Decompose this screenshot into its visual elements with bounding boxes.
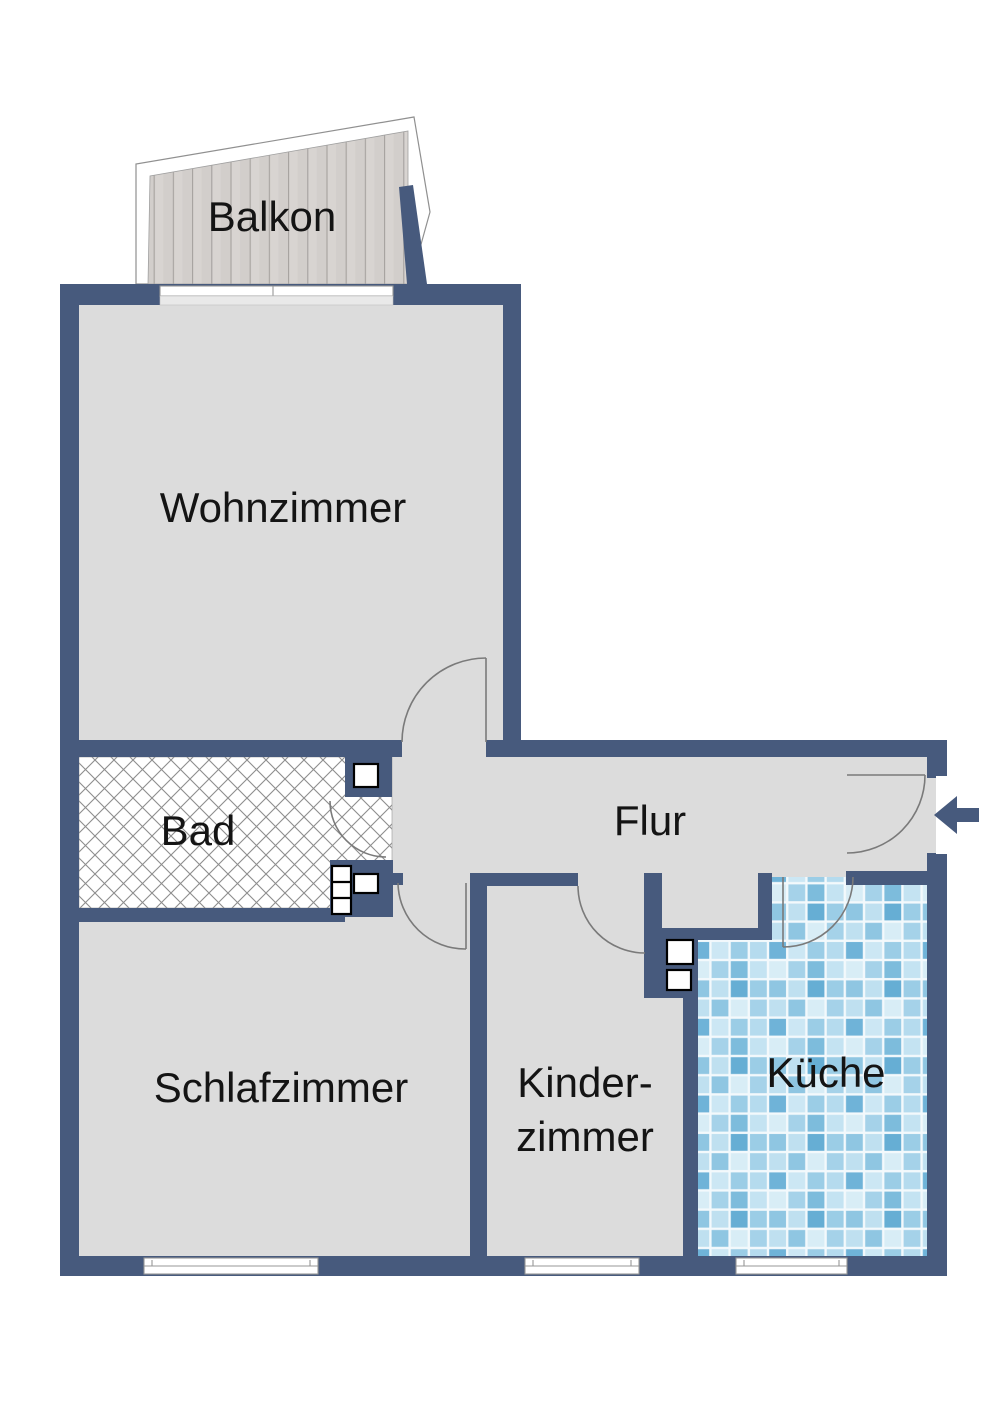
flur-kueche-wall — [662, 928, 772, 940]
entrance-arrow-icon — [934, 796, 979, 834]
left-outer-wall — [60, 284, 79, 1276]
bad-shaft-stack — [330, 864, 353, 916]
balcony-return-wall — [399, 185, 427, 284]
right-outer-wall-lower — [927, 853, 947, 1276]
kinderzimmer-door — [577, 885, 646, 954]
fixtures — [330, 762, 695, 992]
room-label-balkon: Balkon — [208, 193, 336, 240]
bad-door-jamb — [392, 873, 403, 885]
kinderzimmer-top-wall — [470, 873, 578, 886]
flur-top-wall — [486, 740, 947, 757]
walls — [60, 185, 947, 1276]
room-label-wohnzimmer: Wohnzimmer — [160, 484, 407, 531]
wohnzimmer-right-wall — [503, 305, 521, 757]
shaft-left-wall — [644, 873, 662, 998]
entrance-door — [846, 774, 926, 854]
room-label-schlafzimmer: Schlafzimmer — [154, 1064, 408, 1111]
outside-area — [521, 284, 947, 740]
kueche-door-jamb — [758, 873, 772, 940]
room-labels: Balkon Wohnzimmer Bad Flur Schlafzimmer … — [154, 193, 886, 1160]
kinderzimmer-left-wall — [470, 873, 487, 1256]
room-label-bad: Bad — [161, 807, 236, 854]
kinderzimmer-kueche-wall — [683, 995, 698, 1256]
kueche-shaft-box-1 — [665, 938, 695, 966]
kinderzimmer-window — [524, 1257, 640, 1275]
room-label-flur: Flur — [614, 797, 686, 844]
kueche-floor-topright — [846, 885, 927, 941]
kueche-window — [735, 1257, 848, 1275]
kueche-floor-main — [698, 940, 927, 1256]
kueche-top-wall — [846, 871, 947, 885]
room-label-kinderzimmer-line1: Kinder- — [517, 1059, 652, 1106]
kueche-shaft-box-2 — [665, 968, 693, 992]
schlafzimmer-window — [143, 1257, 319, 1275]
schlafzimmer-door — [397, 882, 467, 950]
bad-shaft-upper-box — [352, 762, 380, 789]
wohnzimmer-bottom-wall — [60, 740, 402, 757]
room-label-kinderzimmer-line2: zimmer — [516, 1113, 654, 1160]
room-label-kueche: Küche — [766, 1049, 885, 1096]
doors — [329, 657, 926, 954]
balcony-window — [159, 285, 394, 306]
wohnzimmer-door — [401, 657, 487, 743]
bad-door — [329, 800, 387, 858]
kueche-door — [782, 876, 854, 948]
kueche-floor-doorway — [772, 877, 847, 941]
bad-shaft-lower-box — [352, 872, 380, 895]
bad-bottom-wall — [60, 908, 345, 922]
